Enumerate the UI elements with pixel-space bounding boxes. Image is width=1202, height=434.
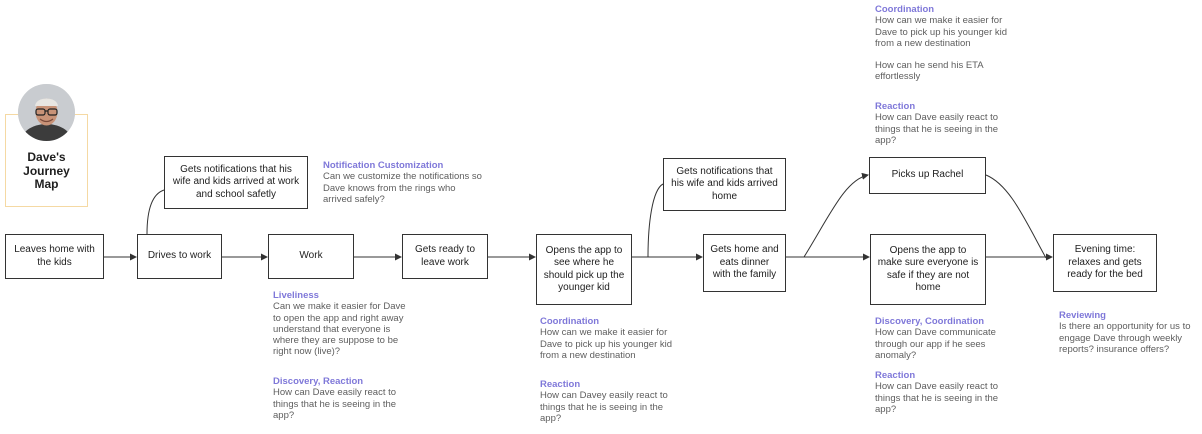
edge-opensapp-notifhome — [647, 183, 664, 258]
node-home-dinner: Gets home and eats dinner with the famil… — [703, 234, 786, 292]
note-reviewing: Reviewing Is there an opportunity for us… — [1059, 310, 1195, 355]
journey-map-title: Dave's Journey Map — [5, 150, 88, 192]
node-notifications-work: Gets notifications that his wife and kid… — [164, 156, 308, 209]
node-gets-ready: Gets ready to leave work — [402, 234, 488, 279]
persona-photo — [18, 84, 75, 141]
node-opens-app-safety: Opens the app to make sure everyone is s… — [870, 234, 986, 305]
note-heading: Liveliness — [273, 290, 319, 301]
note-discovery-coordination: Discovery, Coordination How can Dave com… — [875, 316, 1011, 361]
node-notifications-home: Gets notifications that his wife and kid… — [663, 158, 786, 211]
note-liveliness: Liveliness Can we make it easier for Dav… — [273, 290, 409, 358]
note-coordination-eta: Coordination How can we make it easier f… — [875, 4, 1009, 83]
note-reaction-pickup: Reaction How can Davey easily react to t… — [540, 379, 674, 424]
note-text: How can we make it easier for Dave to pi… — [875, 15, 1008, 49]
note-text: Can we make it easier for Dave to open t… — [273, 301, 406, 358]
note-text: How can Dave easily react to things that… — [273, 387, 397, 421]
title-line-1: Dave's — [27, 150, 66, 164]
note-discovery-reaction: Discovery, Reaction How can Dave easily … — [273, 376, 409, 421]
note-text: How can Dave easily react to things that… — [875, 381, 999, 415]
note-heading: Reaction — [540, 379, 581, 390]
note-heading: Discovery, Coordination — [875, 316, 985, 327]
edge-home-picksup — [803, 172, 869, 258]
note-heading: Notification Customization — [323, 160, 444, 171]
note-reaction-bottom: Reaction How can Dave easily react to th… — [875, 370, 1009, 415]
title-line-3: Map — [34, 177, 59, 191]
note-heading: Reaction — [875, 370, 916, 381]
node-opens-app-pickup: Opens the app to see where he should pic… — [536, 234, 632, 305]
note-heading: Reviewing — [1059, 310, 1106, 321]
edge-drives-notif — [146, 189, 165, 235]
note-text-2: How can he send his ETA effortlessly — [875, 60, 984, 83]
note-text: How can we make it easier for Dave to pi… — [540, 327, 673, 361]
note-notification-customization: Notification Customization Can we custom… — [323, 160, 483, 205]
node-picks-up-rachel: Picks up Rachel — [869, 157, 986, 194]
persona-avatar — [18, 84, 75, 141]
edge-picksup-evening — [985, 174, 1047, 259]
node-work: Work — [268, 234, 354, 279]
note-text: Can we customize the notifications so Da… — [323, 171, 482, 205]
note-text: How can Dave communicate through our app… — [875, 327, 996, 361]
note-heading: Reaction — [875, 101, 916, 112]
note-heading: Coordination — [540, 316, 600, 327]
note-heading: Discovery, Reaction — [273, 376, 364, 387]
title-line-2: Journey — [23, 163, 70, 178]
note-reaction-top: Reaction How can Dave easily react to th… — [875, 101, 1009, 146]
note-text: How can Dave easily react to things that… — [875, 112, 999, 146]
note-text: How can Davey easily react to things tha… — [540, 390, 668, 424]
node-drives-to-work: Drives to work — [137, 234, 222, 279]
node-evening-time: Evening time: relaxes and gets ready for… — [1053, 234, 1157, 292]
note-heading: Coordination — [875, 4, 935, 15]
note-coordination-pickup: Coordination How can we make it easier f… — [540, 316, 674, 361]
note-text: Is there an opportunity for us to engage… — [1059, 321, 1191, 355]
node-leaves-home: Leaves home with the kids — [5, 234, 104, 279]
